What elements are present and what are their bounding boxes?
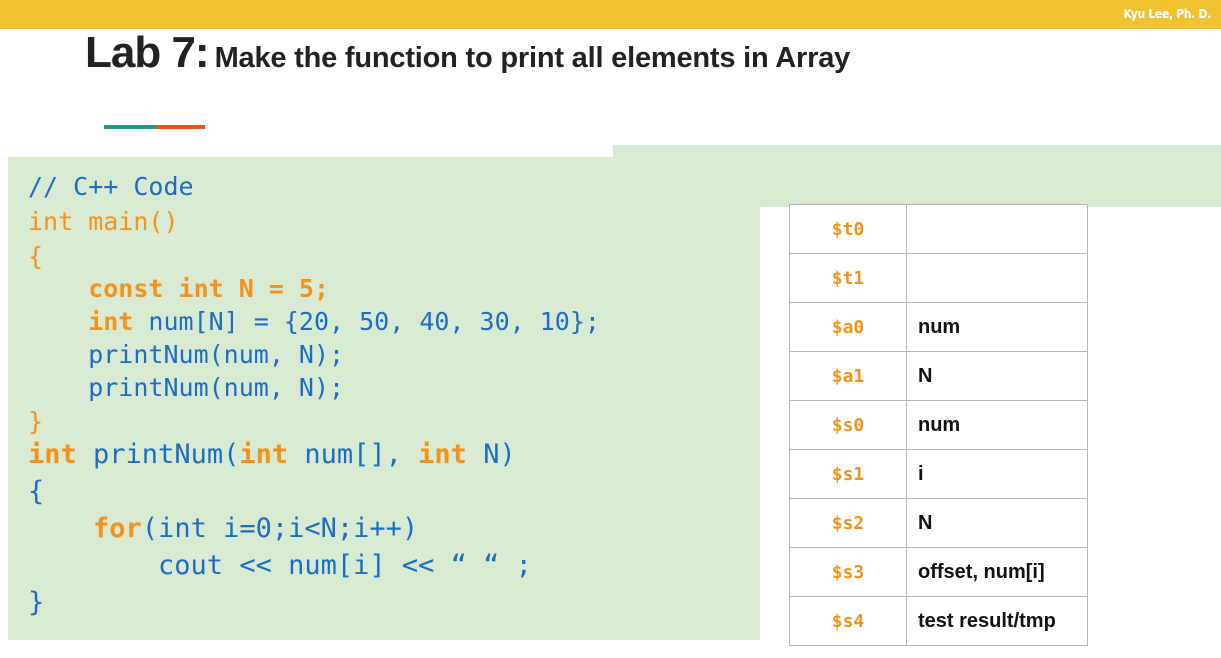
register-table: $t0 $t1 $a0 num $a1 N $s0 num $s1 i $s2 … <box>789 204 1088 646</box>
code-line: printNum(num, N); <box>28 373 345 402</box>
slide-title: Lab 7:Make the function to print all ele… <box>85 28 850 78</box>
code-line: printNum(num, N); <box>28 340 345 369</box>
register-usage <box>906 204 1088 254</box>
register-name: $s2 <box>789 498 907 548</box>
table-row: $s3 offset, num[i] <box>789 547 1088 597</box>
slide-title-sub: Make the function to print all elements … <box>214 42 851 74</box>
code-line: int num[N] = {20, 50, 40, 30, 10}; <box>28 307 600 336</box>
code-line: { <box>28 476 45 507</box>
code-line: } <box>28 407 44 436</box>
register-usage: N <box>906 498 1088 548</box>
table-row: $s4 test result/tmp <box>789 596 1088 646</box>
code-line: { <box>28 242 44 271</box>
register-usage: offset, num[i] <box>906 547 1088 597</box>
code-line: } <box>28 587 45 618</box>
register-usage: i <box>906 449 1088 499</box>
accent-bar-orange <box>156 125 205 129</box>
accent-bar-teal <box>104 125 156 129</box>
code-line: for(int i=0;i<N;i++) <box>93 513 419 544</box>
register-name: $t0 <box>789 204 907 254</box>
register-name: $s0 <box>789 400 907 450</box>
code-line: const int N = 5; <box>28 274 330 303</box>
register-usage <box>906 253 1088 303</box>
code-line: int printNum(int num[], int N) <box>28 439 516 470</box>
author-label: Kyu Lee, Ph. D. <box>1123 7 1212 21</box>
code-line: cout << num[i] << “ “ ; <box>28 550 532 581</box>
register-name: $a1 <box>789 351 907 401</box>
table-row: $s2 N <box>789 498 1088 548</box>
register-name: $s4 <box>789 596 907 646</box>
table-row: $a0 num <box>789 302 1088 352</box>
register-usage: num <box>906 302 1088 352</box>
register-usage: num <box>906 400 1088 450</box>
table-row: $s1 i <box>789 449 1088 499</box>
register-usage: test result/tmp <box>906 596 1088 646</box>
register-name: $s1 <box>789 449 907 499</box>
table-row: $t0 <box>789 204 1088 254</box>
table-row: $t1 <box>789 253 1088 303</box>
slide-title-main: Lab 7: <box>85 28 210 77</box>
table-row: $a1 N <box>789 351 1088 401</box>
table-row: $s0 num <box>789 400 1088 450</box>
top-bar: Kyu Lee, Ph. D. <box>0 0 1221 29</box>
register-name: $s3 <box>789 547 907 597</box>
register-name: $a0 <box>789 302 907 352</box>
code-line: int main() <box>28 207 179 236</box>
register-name: $t1 <box>789 253 907 303</box>
code-panel: // C++ Code int main() { const int N = 5… <box>8 157 760 640</box>
code-line: // C++ Code <box>28 172 194 201</box>
register-usage: N <box>906 351 1088 401</box>
